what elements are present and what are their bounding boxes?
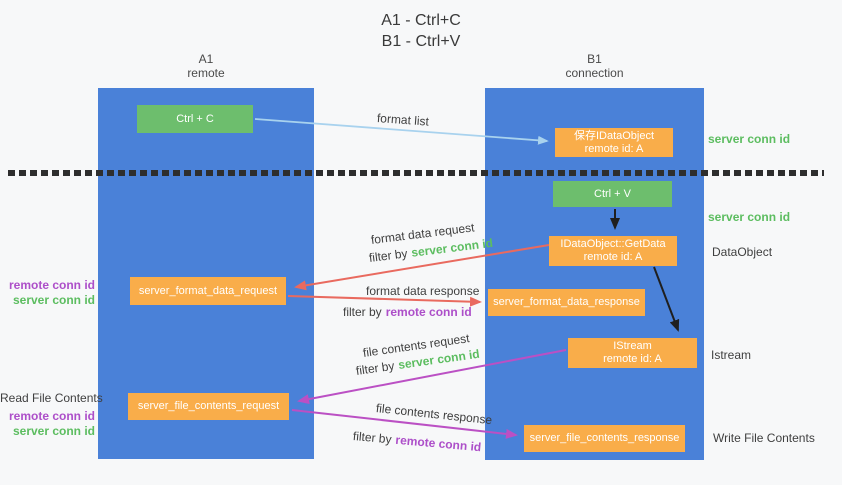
format-request-label: server_format_data_request xyxy=(138,284,278,297)
ctrl-c-node: Ctrl + C xyxy=(137,105,253,133)
lane-b1-subtitle: connection xyxy=(565,66,624,80)
ctrl-v-node: Ctrl + V xyxy=(553,181,672,207)
filter-by-text: filter by xyxy=(343,305,382,319)
title-line-b1: B1 - Ctrl+V xyxy=(381,33,461,50)
edge-label-format-list: format list xyxy=(376,111,430,129)
server-format-data-response-node: server_format_data_response xyxy=(488,289,645,316)
lane-b1-header: B1 connection xyxy=(485,52,704,80)
server-file-contents-response-node: server_file_contents_response xyxy=(524,425,685,452)
format-response-label: server_format_data_response xyxy=(493,296,640,308)
lane-b1-name: B1 xyxy=(587,52,602,66)
right-istream-label: Istream xyxy=(711,348,752,362)
right-server-conn-id-mid: server conn id xyxy=(708,210,791,224)
getdata-line1: IDataObject::GetData xyxy=(560,238,666,250)
ctrl-v-label: Ctrl + V xyxy=(594,187,631,200)
left-remote-conn-id-1: remote conn id xyxy=(8,278,95,292)
diagram-title: A1 - Ctrl+C B1 - Ctrl+V xyxy=(321,10,521,52)
left-server-conn-id-1: server conn id xyxy=(12,293,95,307)
idataobject-getdata-node: IDataObject::GetData remote id: A xyxy=(549,236,677,266)
left-server-conn-id-2: server conn id xyxy=(12,424,95,438)
getdata-line2: remote id: A xyxy=(583,251,643,263)
right-write-file-contents-label: Write File Contents xyxy=(713,431,815,445)
right-server-conn-id-top: server conn id xyxy=(708,132,791,146)
save-idataobject-line2: remote id: A xyxy=(584,142,644,155)
edge-label-format-data-response: format data response xyxy=(366,284,480,298)
istream-line1: IStream xyxy=(613,340,652,352)
filter-by-text: filter by xyxy=(368,246,409,265)
filter-by-text: filter by xyxy=(352,429,393,447)
title-line-a1: A1 - Ctrl+C xyxy=(381,12,461,29)
filter-by-text: filter by xyxy=(355,358,396,378)
file-response-label: server_file_contents_response xyxy=(529,432,680,444)
ctrl-c-label: Ctrl + C xyxy=(176,112,214,125)
session-separator-line xyxy=(8,170,824,176)
file-request-label: server_file_contents_request xyxy=(137,400,280,412)
edge-label-file-contents-response: file contents response xyxy=(375,401,493,428)
right-dataobject-label: DataObject xyxy=(712,245,773,259)
left-remote-conn-id-2: remote conn id xyxy=(8,409,95,423)
server-file-contents-request-node: server_file_contents_request xyxy=(128,393,289,420)
lane-a1-subtitle: remote xyxy=(187,66,225,80)
server-format-data-request-node: server_format_data_request xyxy=(130,277,286,305)
istream-node: IStream remote id: A xyxy=(568,338,697,368)
lane-a1-header: A1 remote xyxy=(98,52,314,80)
left-read-file-contents-label: Read File Contents xyxy=(0,391,103,405)
istream-line2: remote id: A xyxy=(603,353,662,365)
left-conn-id-pair-2: remote conn id server conn id xyxy=(0,409,95,439)
lane-a1-name: A1 xyxy=(198,52,214,66)
remote-conn-id-keyword: remote conn id xyxy=(394,432,482,455)
remote-conn-id-keyword: remote conn id xyxy=(385,305,472,319)
save-idataobject-node: 保存IDataObject remote id: A xyxy=(555,128,673,157)
left-conn-id-pair-1: remote conn id server conn id xyxy=(0,278,95,308)
save-idataobject-line1: 保存IDataObject xyxy=(573,129,655,142)
